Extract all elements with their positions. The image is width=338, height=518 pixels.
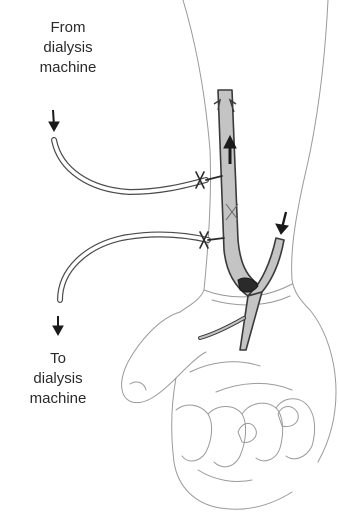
palm-crease-3 (198, 470, 252, 482)
palm-crease-2 (216, 383, 292, 392)
vein-main (218, 90, 258, 296)
tube-to-machine-inner (60, 234, 208, 300)
from-dialysis-machine-label: From dialysis machine (22, 18, 114, 78)
thumb-nail (130, 382, 146, 390)
tube-to-machine (60, 234, 208, 300)
to-label-line-2: dialysis (12, 369, 104, 389)
ring-finger (242, 403, 283, 461)
flow-arrowhead-down (276, 224, 288, 234)
forearm-left-edge (180, 0, 211, 312)
tube-from-machine-inner (54, 140, 206, 192)
to-machine-arrowhead (53, 326, 63, 335)
needle-upper-shaft (206, 176, 222, 180)
little-finger (276, 399, 315, 459)
from-label-line-1: From (22, 18, 114, 38)
palm-left-edge (172, 378, 292, 509)
fingernail-1 (238, 423, 256, 442)
thumb-outline (122, 312, 206, 403)
forearm-right-edge (292, 0, 328, 310)
from-label-line-3: machine (22, 58, 114, 78)
to-label-line-1: To (12, 349, 104, 369)
to-label-line-3: machine (12, 389, 104, 409)
from-label-line-2: dialysis (22, 38, 114, 58)
vessel (200, 90, 284, 350)
tubing (54, 140, 208, 300)
artery-lower (240, 292, 262, 350)
to-dialysis-machine-label: To dialysis machine (12, 349, 104, 409)
from-machine-arrowhead (49, 122, 59, 131)
palm-crease-1 (190, 362, 260, 372)
index-finger (176, 405, 212, 461)
